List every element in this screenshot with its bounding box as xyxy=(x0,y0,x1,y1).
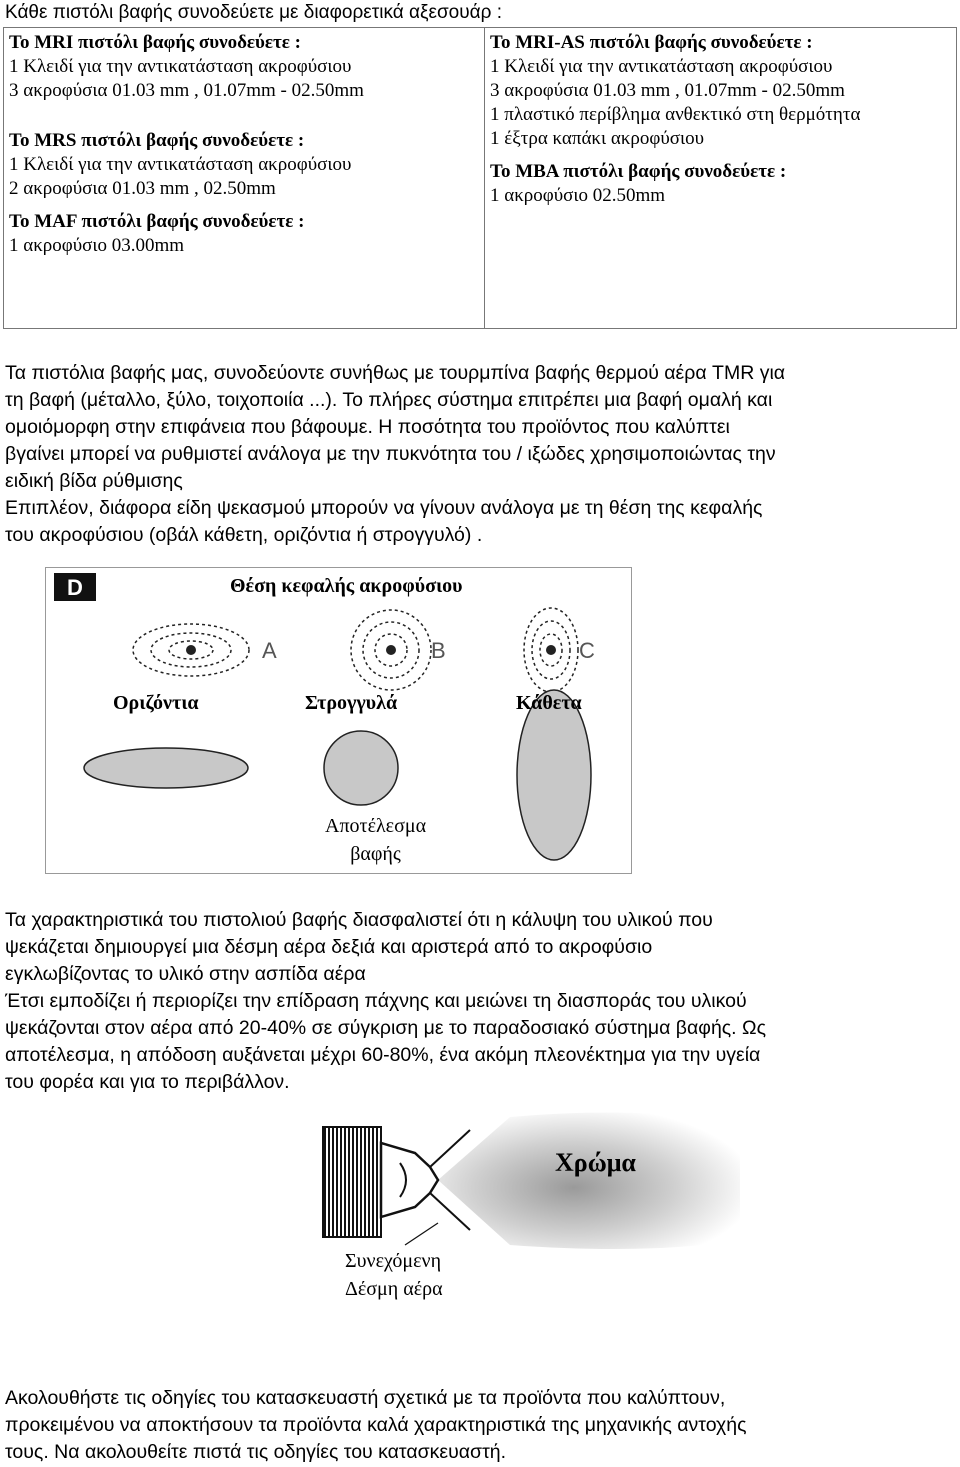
accessory-heading: Το MAF πιστόλι βαφής συνοδεύετε : xyxy=(9,211,305,232)
paragraph-line: Ακολουθήστε τις οδηγίες του κατασκευαστή… xyxy=(5,1387,726,1409)
accessory-block-mrs: Το MRS πιστόλι βαφής συνοδεύετε : 1 Κλει… xyxy=(9,129,479,201)
figure-title: Θέση κεφαλής ακροφύσιου xyxy=(230,575,463,597)
result-label-line: Αποτέλεσμα xyxy=(325,815,427,837)
accessory-line: 1 Κλειδί για την αντικατάσταση ακροφύσιο… xyxy=(9,56,352,77)
paragraph-spray-system: Τα πιστόλια βαφής μας, συνοδεύοντε συνήθ… xyxy=(5,360,957,549)
air-beam-label: Συνεχόμενη Δέσμη αέρα xyxy=(345,1247,443,1303)
accessories-table: Το MRI πιστόλι βαφής συνοδεύετε : 1 Κλει… xyxy=(3,27,957,329)
spray-pattern-diagram: D A B C xyxy=(54,573,595,861)
air-beam-label-line: Συνεχόμενη xyxy=(345,1250,442,1272)
accessory-heading: Το MRI πιστόλι βαφής συνοδεύετε : xyxy=(9,32,301,53)
accessory-line: 3 ακροφύσια 01.03 mm , 01.07mm - 02.50mm xyxy=(490,80,845,101)
pattern-label-horizontal: Οριζόντια xyxy=(113,692,199,714)
accessory-heading: Το MBA πιστόλι βαφής συνοδεύετε : xyxy=(490,161,787,182)
accessories-left-cell: Το MRI πιστόλι βαφής συνοδεύετε : 1 Κλει… xyxy=(3,27,485,329)
paragraph-line: αποτέλεσμα, η απόδοση αυξάνεται μέχρι 60… xyxy=(5,1044,761,1066)
accessory-line: 1 Κλειδί για την αντικατάσταση ακροφύσιο… xyxy=(9,154,352,175)
paragraph-line: ομοιόμορφη στην επιφάνεια που βάφουμε. Η… xyxy=(5,416,730,438)
accessory-line: 1 Κλειδί για την αντικατάσταση ακροφύσιο… xyxy=(490,56,833,77)
paragraph-line: προκειμένου να αποκτήσουν τα προϊόντα κα… xyxy=(5,1414,747,1436)
result-label-line: βαφής xyxy=(350,843,401,865)
paragraph-line: του φορέα και για το περιβάλλον. xyxy=(5,1071,290,1093)
air-beam-label-line: Δέσμη αέρα xyxy=(345,1278,443,1300)
horizontal-spray-shape xyxy=(83,747,249,789)
round-spray-shape xyxy=(323,730,399,806)
paint-spray-cloud xyxy=(438,1112,740,1249)
nozzle-head-b xyxy=(350,609,432,691)
air-beam-pointer xyxy=(404,1222,439,1246)
intro-text: Κάθε πιστόλι βαφής συνοδεύετε με διαφορε… xyxy=(5,2,502,23)
accessories-right-cell: Το MRI-AS πιστόλι βαφής συνοδεύετε : 1 Κ… xyxy=(484,27,957,329)
accessory-block-mri: Το MRI πιστόλι βαφής συνοδεύετε : 1 Κλει… xyxy=(9,31,479,103)
accessory-line: 1 έξτρα καπάκι ακροφύσιου xyxy=(490,128,705,149)
pattern-label-round: Στρογγυλά xyxy=(305,692,398,714)
color-label: Χρώμα xyxy=(555,1148,636,1177)
paragraph-line: ειδική βίδα ρύθμισης xyxy=(5,470,183,492)
panel-letter: D xyxy=(67,575,83,600)
marker-a: A xyxy=(262,638,277,663)
paragraph-line: Επιπλέον, διάφορα είδη ψεκασμού μπορούν … xyxy=(5,497,763,519)
nozzle-center-a xyxy=(186,645,196,655)
spray-nozzle-illustration xyxy=(322,1112,740,1249)
panel-letter-box xyxy=(54,573,96,601)
vertical-spray-shape xyxy=(516,689,592,861)
result-label: Αποτέλεσμα βαφής xyxy=(325,812,426,868)
paragraph-line: του ακροφύσιου (οβάλ κάθετη, οριζόντια ή… xyxy=(5,524,483,546)
nozzle-knurled-cap xyxy=(322,1126,382,1238)
accessory-heading: Το MRI-AS πιστόλι βαφής συνοδεύετε : xyxy=(490,32,813,53)
paragraph-air-shield: Τα χαρακτηριστικά του πιστολιού βαφής δι… xyxy=(5,907,957,1096)
accessory-block-mba: Το MBA πιστόλι βαφής συνοδεύετε : 1 ακρο… xyxy=(490,160,951,208)
nozzle-center-c xyxy=(546,645,556,655)
accessory-line: 3 ακροφύσια 01.03 mm , 01.07mm - 02.50mm xyxy=(9,80,364,101)
accessory-block-maf: Το MAF πιστόλι βαφής συνοδεύετε : 1 ακρο… xyxy=(9,210,479,258)
accessory-line: 2 ακροφύσια 01.03 mm , 02.50mm xyxy=(9,178,276,199)
paragraph-line: Έτσι εμποδίζει ή περιορίζει την επίδραση… xyxy=(5,990,747,1012)
accessory-line: 1 πλαστικό περίβλημα ανθεκτικό στη θερμό… xyxy=(490,104,861,125)
accessory-heading: Το MRS πιστόλι βαφής συνοδεύετε : xyxy=(9,130,305,151)
nozzle-inner-line xyxy=(399,1162,407,1198)
nozzle-tip xyxy=(379,1141,440,1219)
paragraph-line: Τα χαρακτηριστικά του πιστολιού βαφής δι… xyxy=(5,909,713,931)
paragraph-line: ψεκάζεται δημιουργεί μια δέσμη αέρα δεξι… xyxy=(5,936,653,958)
paragraph-line: βγαίνει μπορεί να ρυθμιστεί ανάλογα με τ… xyxy=(5,443,776,465)
air-beam-line-top xyxy=(429,1129,471,1168)
paragraph-line: τους. Να ακολουθείτε πιστά τις οδηγίες τ… xyxy=(5,1441,507,1463)
paragraph-line: ψεκάζονται στον αέρα από 20-40% σε σύγκρ… xyxy=(5,1017,766,1039)
accessory-line: 1 ακροφύσιο 03.00mm xyxy=(9,235,185,256)
paragraph-line: Τα πιστόλια βαφής μας, συνοδεύοντε συνήθ… xyxy=(5,362,786,384)
accessory-line: 1 ακροφύσιο 02.50mm xyxy=(490,185,666,206)
marker-c: C xyxy=(579,638,595,663)
accessory-block-mri-as: Το MRI-AS πιστόλι βαφής συνοδεύετε : 1 Κ… xyxy=(490,31,951,151)
nozzle-head-a xyxy=(132,623,250,677)
pattern-label-vertical: Κάθετα xyxy=(516,692,582,714)
air-beam-line-bottom xyxy=(429,1192,471,1231)
paragraph-line: τη βαφή (μέταλλο, ξύλο, τοιχοποιία ...).… xyxy=(5,389,773,411)
nozzle-position-figure: D A B C xyxy=(45,567,632,874)
nozzle-center-b xyxy=(386,645,396,655)
paragraph-manufacturer-instructions: Ακολουθήστε τις οδηγίες του κατασκευαστή… xyxy=(5,1385,957,1466)
marker-b: B xyxy=(431,638,446,663)
paragraph-line: εγκλωβίζοντας το υλικό στην ασπίδα αέρα xyxy=(5,963,366,985)
